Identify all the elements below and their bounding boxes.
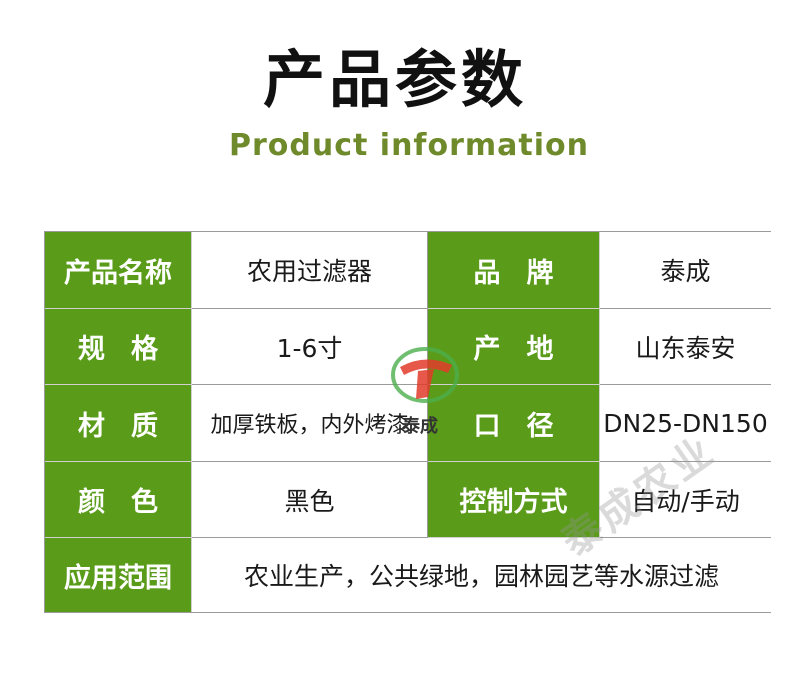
label-color: 颜色	[45, 462, 192, 538]
value-material: 加厚铁板，内外烤漆	[192, 385, 428, 462]
value-brand: 泰成	[600, 232, 771, 309]
logo-text: 泰成	[402, 416, 438, 437]
product-parameter-table: 产品名称 农用过滤器 品牌 泰成 规格 1-6寸 产地 山东泰安 材质 加厚铁板…	[44, 231, 771, 613]
value-caliber: DN25-DN150	[600, 385, 771, 462]
brand-logo-icon	[391, 347, 459, 403]
label-control-mode: 控制方式	[428, 462, 600, 538]
label-specification: 规格	[45, 309, 192, 385]
value-control-mode: 自动/手动	[600, 462, 771, 538]
label-application-scope: 应用范围	[45, 538, 192, 612]
label-product-name: 产品名称	[45, 232, 192, 309]
value-specification: 1-6寸	[192, 309, 428, 385]
page-subtitle: Product information	[229, 128, 589, 163]
value-application-scope: 农业生产，公共绿地，园林园艺等水源过滤	[192, 538, 771, 612]
value-color: 黑色	[192, 462, 428, 538]
label-brand: 品牌	[428, 232, 600, 309]
value-product-name: 农用过滤器	[192, 232, 428, 309]
label-origin: 产地	[428, 309, 600, 385]
value-origin: 山东泰安	[600, 309, 771, 385]
label-caliber: 口径	[428, 385, 600, 462]
page-title: 产品参数	[262, 43, 527, 116]
label-material: 材质	[45, 385, 192, 462]
